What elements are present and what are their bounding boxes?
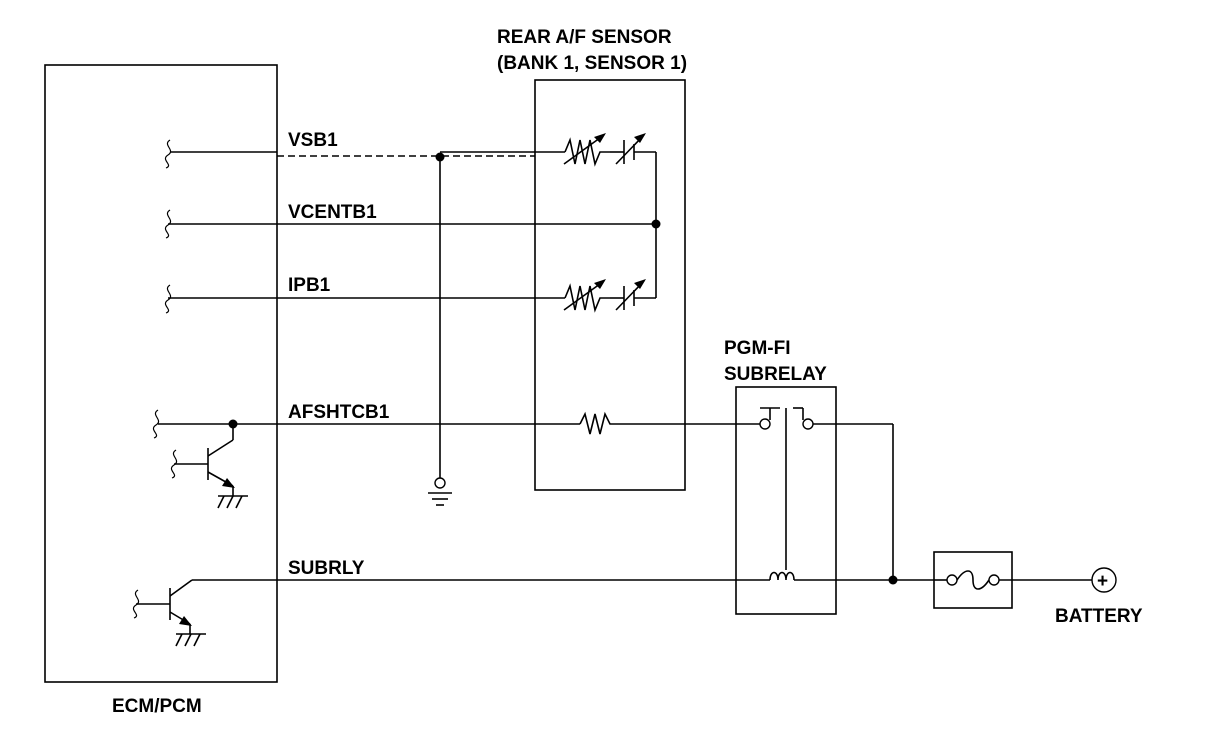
vcentb1-break-mark bbox=[164, 209, 172, 239]
rear-af-sensor-label-line2: (BANK 1, SENSOR 1) bbox=[497, 53, 687, 74]
subrelay-driver-ground-hatch-3 bbox=[193, 633, 201, 647]
battery: + BATTERY bbox=[1055, 567, 1143, 627]
pgm-fi-subrelay-label-line2: SUBRELAY bbox=[724, 364, 827, 385]
relay-coil bbox=[769, 571, 795, 581]
battery-terminal-icon bbox=[1091, 567, 1117, 593]
battery-terminal-symbol: + bbox=[1097, 571, 1108, 592]
ipb1-circuit: IPB1 bbox=[164, 275, 565, 314]
subrelay-driver-emitter-arrow bbox=[179, 616, 192, 626]
subrelay-driver-collector bbox=[169, 579, 193, 597]
signal-ground-terminal bbox=[434, 477, 446, 489]
afshtcb1-circuit: AFSHTCB1 bbox=[152, 402, 760, 439]
vcentb1-circuit: VCENTB1 bbox=[164, 202, 661, 239]
battery-label: BATTERY bbox=[1055, 606, 1143, 627]
upper-resistor-zigzag bbox=[564, 137, 610, 167]
ipb1-break-mark bbox=[164, 284, 172, 314]
rear-af-sensor-label-line1: REAR A/F SENSOR bbox=[497, 27, 672, 48]
vsb1-break-mark bbox=[164, 139, 172, 169]
heater-driver-ground-hatch-2 bbox=[226, 495, 234, 509]
heater-driver-ground-hatch-3 bbox=[235, 495, 243, 509]
heater-driver-ground-hatch-1 bbox=[217, 495, 225, 509]
ecm-pcm-box bbox=[44, 64, 278, 683]
afshtcb1-label: AFSHTCB1 bbox=[288, 402, 390, 423]
relay-contact-right bbox=[802, 418, 814, 430]
pgm-fi-subrelay-label-line1: PGM-FI bbox=[724, 338, 791, 359]
heater-resistor-zigzag bbox=[579, 411, 620, 435]
pgm-fi-subrelay-box bbox=[735, 386, 837, 615]
sensor-cell-lower bbox=[563, 279, 656, 313]
heater-driver-transistor bbox=[170, 424, 248, 509]
sensor-cell-upper bbox=[563, 133, 656, 167]
subrelay-internals bbox=[759, 407, 898, 585]
subrelay-driver-ground-hatch-2 bbox=[184, 633, 192, 647]
subrly-circuit: SUBRLY bbox=[192, 558, 934, 581]
relay-contact-left bbox=[759, 418, 771, 430]
upper-resistor-arrowhead bbox=[594, 133, 606, 143]
lower-resistor-arrowhead bbox=[594, 279, 606, 289]
afshtcb1-break-mark bbox=[152, 409, 160, 439]
ipb1-label: IPB1 bbox=[288, 275, 331, 296]
lower-cell-arrowhead bbox=[634, 279, 646, 289]
heater-driver-collector bbox=[207, 439, 234, 457]
vcentb1-label: VCENTB1 bbox=[288, 202, 377, 223]
subrly-label: SUBRLY bbox=[288, 558, 365, 579]
subrelay-driver-transistor bbox=[132, 579, 206, 647]
heater-driver-emitter-arrow bbox=[222, 478, 235, 488]
rear-af-sensor-box bbox=[534, 79, 686, 491]
signal-ground bbox=[428, 157, 452, 506]
fuse-terminal-left bbox=[946, 574, 958, 586]
vsb1-circuit: VSB1 bbox=[164, 130, 565, 169]
fuse bbox=[934, 570, 1092, 590]
upper-cell-arrowhead bbox=[634, 133, 646, 143]
subrelay-driver-ground-hatch-1 bbox=[175, 633, 183, 647]
fuse-terminal-right bbox=[988, 574, 1000, 586]
fuse-element bbox=[956, 570, 990, 590]
heater-driver-break-mark bbox=[170, 449, 178, 479]
subrelay-driver-break-mark bbox=[132, 589, 140, 619]
vsb1-label: VSB1 bbox=[288, 130, 338, 151]
ecm-pcm-label: ECM/PCM bbox=[112, 696, 202, 717]
lower-resistor-zigzag bbox=[564, 283, 610, 313]
